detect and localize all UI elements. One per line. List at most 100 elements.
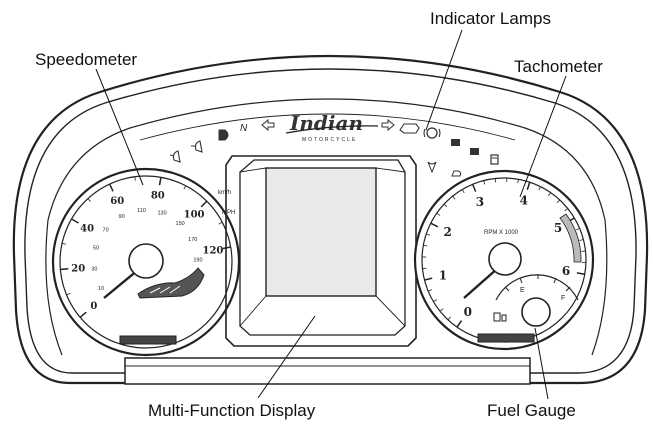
leader-mfd bbox=[257, 315, 316, 399]
speedo-mph-tick bbox=[66, 293, 71, 296]
tach-redline bbox=[559, 213, 582, 263]
temp-icon bbox=[427, 161, 437, 174]
brand-logo: Indian bbox=[289, 111, 363, 135]
speedo-kmh-label: 10 bbox=[98, 286, 104, 292]
battery-icon bbox=[451, 139, 460, 146]
brand-underline bbox=[285, 125, 379, 134]
indicator-lamps: N Indian MOTORCYCLE bbox=[169, 111, 499, 177]
leader-indicator-lamps bbox=[425, 29, 463, 131]
speedo-kmh-label: 110 bbox=[137, 208, 146, 214]
speedo-hub bbox=[128, 243, 164, 279]
leader-fuel-gauge bbox=[534, 327, 549, 400]
housing-outer bbox=[12, 54, 649, 385]
tach-unit: RPM X 1000 bbox=[484, 230, 519, 236]
speedo-mph-tick bbox=[218, 221, 223, 225]
tach-tick bbox=[579, 239, 584, 241]
fuel-empty-label: E bbox=[520, 287, 525, 294]
indian-head-emblem bbox=[137, 267, 205, 299]
engine-icon bbox=[399, 123, 420, 134]
speedo-mph-tick bbox=[134, 176, 136, 181]
speedo-mph-label: 120 bbox=[203, 246, 224, 257]
tach-label: 0 bbox=[464, 305, 472, 319]
speedo-kmh-label: 130 bbox=[157, 211, 166, 217]
low-beam-icon bbox=[169, 150, 181, 163]
speedo-mph-label: 40 bbox=[80, 224, 94, 235]
speedo-unit-kmh: km/h bbox=[218, 190, 231, 196]
headlight-icon bbox=[218, 129, 229, 141]
speedo-tick-marks bbox=[60, 176, 231, 318]
tach-tick bbox=[424, 277, 433, 281]
tach-tick bbox=[471, 183, 477, 192]
fuel-arc-ticks bbox=[504, 274, 571, 292]
speedo-mph-tick bbox=[200, 200, 208, 208]
speedo-mph-tick bbox=[158, 177, 162, 186]
speedo-kmh-label: 30 bbox=[91, 266, 97, 272]
tach-tick bbox=[426, 233, 431, 236]
speedo-kmh-label: 50 bbox=[93, 246, 99, 252]
callout-mfd: Multi-Function Display bbox=[148, 401, 316, 420]
display-bezel-inner bbox=[239, 159, 406, 336]
tach-foot bbox=[477, 333, 535, 343]
speedo-foot bbox=[119, 335, 177, 345]
housing-inner bbox=[24, 68, 637, 374]
speedo-kmh-label: 70 bbox=[103, 227, 109, 233]
speedo-mph-tick bbox=[60, 268, 69, 271]
speedo-kmh-label: 90 bbox=[119, 214, 125, 220]
fuel-hub bbox=[521, 297, 551, 327]
tach-tick bbox=[576, 272, 585, 275]
tach-tick bbox=[556, 199, 561, 204]
tach-label: 4 bbox=[520, 193, 528, 207]
speedo-unit-mph: MPH bbox=[222, 210, 235, 216]
callout-speedometer: Speedometer bbox=[35, 50, 137, 69]
speedo-mph-label: 0 bbox=[90, 301, 97, 312]
callout-indicator-lamps: Indicator Lamps bbox=[430, 9, 551, 28]
display-bezel-outer bbox=[225, 155, 417, 347]
speedo-mph-tick bbox=[79, 311, 87, 318]
brand-sub: MOTORCYCLE bbox=[302, 137, 357, 143]
fuel-arc bbox=[495, 274, 579, 301]
tach-tick bbox=[447, 316, 451, 321]
tach-tick bbox=[433, 299, 437, 302]
cruise-icon bbox=[451, 170, 462, 177]
neutral-icon: N bbox=[240, 123, 248, 134]
leader-tachometer bbox=[519, 75, 567, 198]
callout-tachometer: Tachometer bbox=[514, 57, 603, 76]
tach-tick bbox=[538, 186, 541, 191]
speedo-mph-tick bbox=[108, 183, 114, 192]
tach-tick bbox=[427, 289, 433, 292]
tach-tick bbox=[439, 308, 444, 312]
tach-tick bbox=[452, 195, 456, 200]
fuel-gauge: E F bbox=[493, 274, 579, 327]
speedo-kmh-label: 170 bbox=[188, 237, 197, 243]
callout-fuel-gauge: Fuel Gauge bbox=[487, 401, 576, 420]
tach-label: 2 bbox=[444, 225, 452, 239]
tach-label: 1 bbox=[439, 269, 447, 283]
tach-tick bbox=[443, 203, 448, 208]
tach-tick bbox=[548, 192, 551, 197]
tach-label: 5 bbox=[554, 221, 562, 235]
leader-speedometer bbox=[95, 68, 144, 186]
bezel-rim bbox=[45, 98, 608, 356]
speedo-needle bbox=[103, 269, 139, 299]
speedo-mph-tick bbox=[87, 198, 91, 202]
tach-tick bbox=[517, 179, 519, 184]
multi-function-display bbox=[225, 155, 417, 347]
speedo-mph-label: 80 bbox=[151, 191, 165, 202]
tach-tick bbox=[483, 180, 486, 185]
display-screen bbox=[265, 167, 377, 297]
turn-right-icon bbox=[381, 118, 395, 132]
fuel-pump-icon bbox=[493, 312, 507, 322]
speedo-mph-tick bbox=[61, 242, 67, 245]
tach-tick bbox=[461, 189, 465, 194]
tach-tick bbox=[423, 244, 428, 247]
high-beam-icon bbox=[191, 140, 203, 153]
turn-left-icon bbox=[261, 118, 275, 132]
speedo-kmh-label: 190 bbox=[193, 257, 202, 263]
tach-tick bbox=[436, 212, 441, 216]
tach-label: 6 bbox=[562, 264, 570, 278]
